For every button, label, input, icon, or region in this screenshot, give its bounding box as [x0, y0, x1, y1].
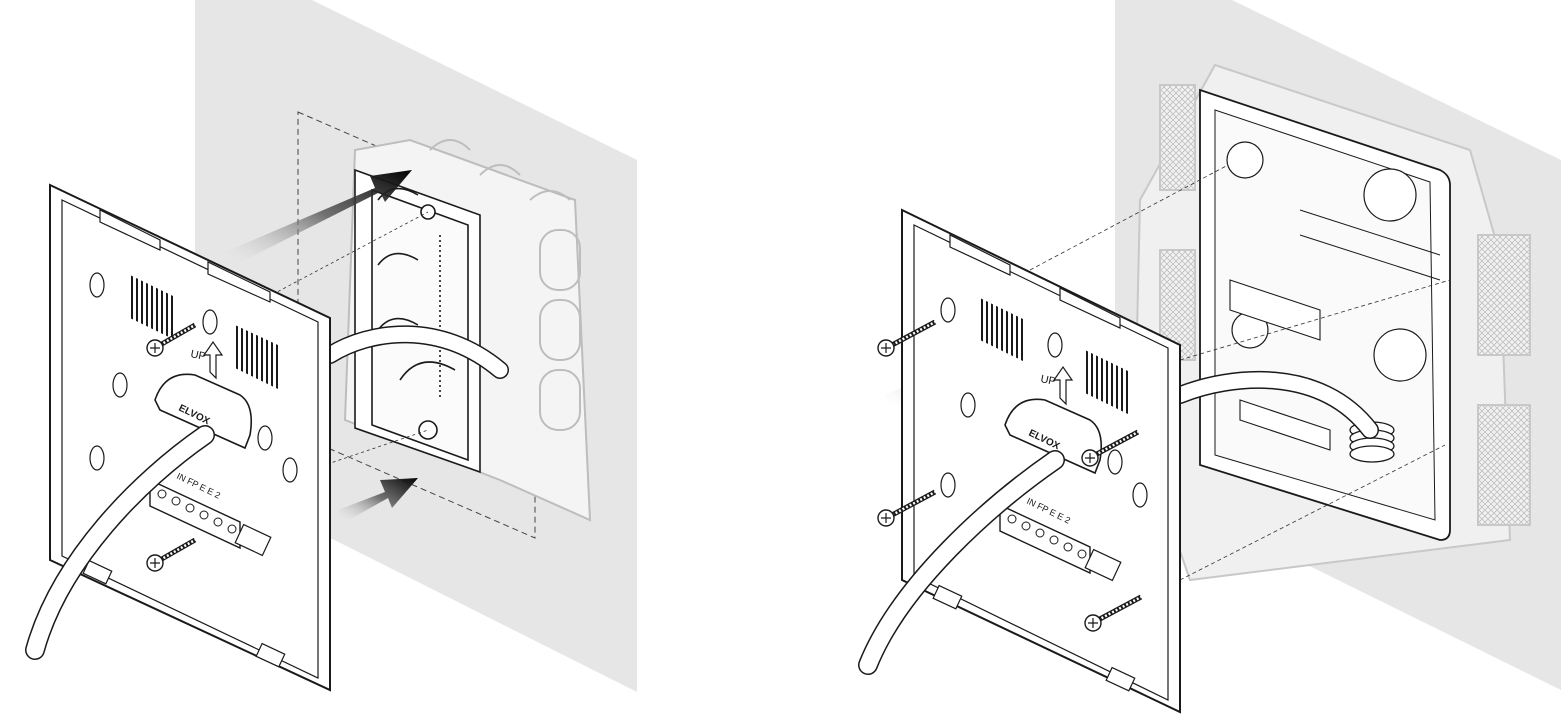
cable-housing — [1004, 398, 1103, 475]
terminal-block — [149, 478, 241, 550]
arrow-up-left — [218, 170, 412, 270]
screw-icon — [1081, 429, 1140, 467]
up-label: UP — [189, 348, 206, 363]
figure-right: UP ELVOX IN FP E E 2 — [858, 0, 1561, 714]
up-arrow-icon — [1052, 365, 1074, 406]
mounting-plate-left — [49, 183, 331, 692]
terminal-block — [999, 503, 1091, 575]
screw-icon — [1084, 594, 1143, 632]
up-label: UP — [1039, 373, 1056, 388]
alignment-lines-right — [1029, 164, 1451, 581]
figure-left: UP ELVOX IN FP E E 2 — [25, 0, 637, 692]
arrow-low-left — [338, 478, 418, 525]
up-arrow-icon — [202, 340, 224, 380]
box-front — [354, 168, 481, 474]
cable-housing — [154, 373, 253, 450]
screw-icon — [146, 537, 197, 572]
screw-icon — [877, 319, 937, 357]
screw-icon — [146, 322, 197, 357]
screw-icon — [877, 489, 937, 527]
